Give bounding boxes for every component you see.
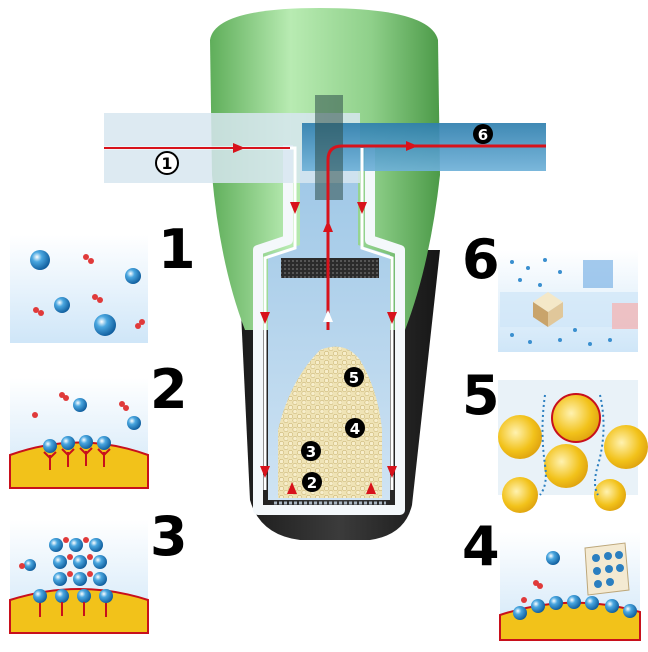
- bead-left: [498, 415, 542, 459]
- dotted-flow-5: [539, 394, 605, 496]
- step-number-1: 1: [158, 218, 196, 281]
- bed-marker-5: 5: [344, 367, 364, 387]
- flow-lines: [104, 144, 546, 490]
- bound-bubbles-4: [513, 551, 637, 620]
- inlet-marker: 1: [155, 151, 179, 175]
- bead-bottom-left: [502, 477, 538, 513]
- arrow-inlet: [233, 143, 245, 153]
- arrow-up-bed-left: [287, 482, 297, 494]
- bead-surface: [9, 441, 149, 489]
- arrow-up-bed-right: [366, 482, 376, 494]
- arrow-down-left: [260, 312, 270, 324]
- mesh-filter: [281, 258, 379, 278]
- step-number-2: 2: [150, 358, 188, 421]
- flow-arrows: [233, 141, 418, 494]
- bead-top: [551, 393, 601, 443]
- step-number-5: 5: [462, 364, 500, 427]
- bead-right: [604, 425, 648, 469]
- arrow-down-right-low: [387, 466, 397, 478]
- outlet-marker-label: 6: [478, 126, 488, 144]
- bed-marker-2-label: 2: [307, 474, 317, 492]
- arrow-outlet: [406, 141, 418, 151]
- cartridge: [210, 8, 440, 540]
- inner-channel-outline: [253, 145, 405, 515]
- arrow-down-left-top: [290, 202, 300, 214]
- arrow-up-center: [323, 220, 333, 232]
- arrow-down-right: [387, 312, 397, 324]
- free-contaminants-2: [32, 392, 129, 418]
- crystal-cluster-6: [583, 260, 638, 329]
- outlet-marker: 6: [473, 124, 493, 144]
- sheet-4: [584, 542, 630, 596]
- arrow-down-right-top: [357, 202, 367, 214]
- step-number-6: 6: [462, 228, 500, 291]
- step-panel-2: [9, 378, 149, 489]
- arrow-down-left-low: [260, 466, 270, 478]
- bed-marker-5-label: 5: [349, 369, 359, 387]
- receptor-group: [43, 447, 111, 470]
- step-panel-5: [498, 380, 648, 513]
- cube-6: [533, 292, 563, 327]
- step-number-4: 4: [462, 515, 500, 578]
- arrow-up-center-low: [323, 310, 333, 322]
- stacked-bubbles: [24, 538, 113, 603]
- step-panel-4: [499, 532, 641, 641]
- bed-marker-3-label: 3: [306, 443, 316, 461]
- inlet-path-right: [360, 148, 394, 490]
- inlet-marker-label: 1: [161, 154, 172, 173]
- step-number-3: 3: [150, 505, 188, 568]
- bed-marker-4-label: 4: [350, 420, 360, 438]
- bubble-group: [30, 250, 141, 336]
- step-panel-6: [498, 250, 638, 352]
- step-panel-1: [10, 235, 148, 343]
- bed-marker-3: 3: [301, 441, 321, 461]
- bead-bottom-right: [594, 479, 626, 511]
- dot-cloud-6: [510, 258, 612, 346]
- bed-marker-2: 2: [302, 472, 322, 492]
- step-panel-3: [9, 520, 149, 634]
- bound-bubbles: [43, 398, 141, 453]
- bead-center: [544, 444, 588, 488]
- bed-marker-4: 4: [345, 418, 365, 438]
- free-contaminants-4: [521, 580, 543, 603]
- free-contaminants-3: [19, 537, 93, 577]
- contaminant-group: [33, 254, 145, 329]
- receptors-3: [39, 602, 107, 617]
- outlet-path: [326, 144, 546, 330]
